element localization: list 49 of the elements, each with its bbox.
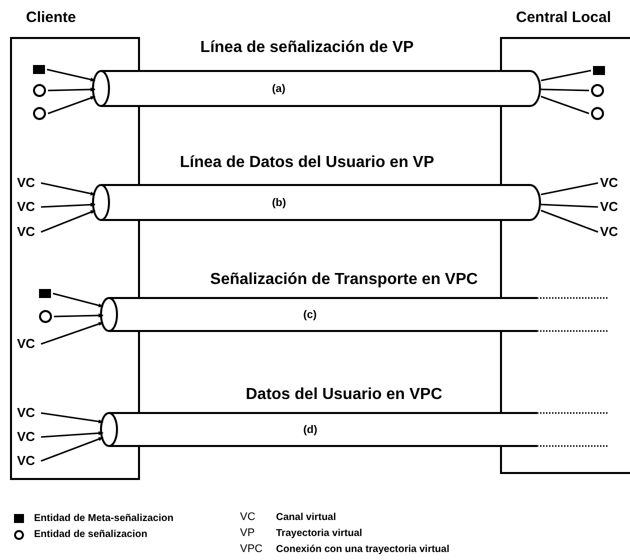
abbreviation-meaning: Conexión con una trayectoria virtual — [276, 543, 450, 556]
connector-line — [540, 88, 590, 92]
box-heading: Central Local — [516, 8, 612, 28]
legend-text: Entidad de Meta-señalizacion — [34, 512, 174, 525]
channel-label: VC — [600, 224, 622, 240]
tube-title: Señalización de Transporte en VPC — [210, 270, 478, 290]
channel-label: VC — [600, 175, 622, 191]
connector-line — [54, 314, 104, 318]
connector-line — [540, 70, 592, 82]
legend-text: Entidad de señalizacion — [34, 528, 148, 541]
abbreviation: VC — [240, 511, 256, 524]
abbreviation-meaning: Canal virtual — [276, 511, 338, 524]
tube-label: (a) — [272, 81, 286, 96]
connector-line — [540, 96, 590, 114]
connector-line — [48, 96, 96, 114]
connector-line — [40, 210, 96, 233]
channel-label: VC — [17, 405, 39, 421]
tube-title: Datos del Usuario en VPC — [246, 385, 442, 405]
abbreviation: VPC — [240, 543, 264, 556]
connector-line — [540, 182, 598, 196]
abbreviation-meaning: Trayectoria virtual — [276, 527, 364, 540]
tube-title: Línea de señalización de VP — [200, 38, 414, 58]
connector-line — [40, 412, 104, 424]
channel-label: VC — [17, 175, 39, 191]
abbreviation: VP — [240, 527, 256, 540]
connector-line — [40, 431, 104, 438]
channel-label: VC — [17, 224, 39, 240]
connector-line — [540, 204, 598, 208]
channel-label: VC — [17, 429, 39, 445]
tube-label: (c) — [303, 307, 317, 322]
tube-label: (b) — [272, 195, 286, 210]
channel-label: VC — [17, 453, 39, 469]
connector-line — [540, 210, 598, 233]
channel-label: VC — [17, 199, 39, 215]
box-heading: Cliente — [26, 8, 76, 28]
connector-line — [48, 88, 96, 92]
meta-signaling-entity-square — [33, 65, 45, 74]
meta-signaling-entity-square — [593, 66, 605, 75]
connector-line — [40, 322, 104, 345]
tube-label: (d) — [303, 422, 318, 438]
connector-line — [46, 68, 96, 82]
tube-title: Línea de Datos del Usuario en VP — [180, 153, 434, 173]
meta-signaling-entity-square — [39, 289, 51, 298]
connector-line — [40, 436, 104, 462]
connector-line — [40, 182, 96, 196]
connector-line — [40, 202, 96, 208]
channel-label: VC — [600, 199, 622, 215]
connector-line — [52, 292, 104, 308]
channel-label: VC — [17, 336, 39, 352]
